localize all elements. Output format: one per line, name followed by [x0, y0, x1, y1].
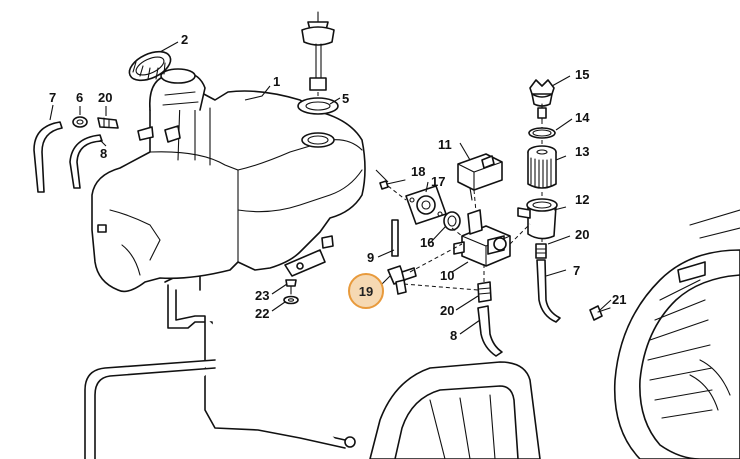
hose-8-middle [477, 305, 503, 357]
screw-18 [379, 179, 406, 190]
solenoid-11 [457, 153, 503, 201]
filter-housing-12 [517, 198, 558, 240]
callout-6: 6 [76, 90, 83, 105]
gasket-16 [443, 211, 461, 231]
leader-lines [49, 41, 612, 335]
callout-20-right: 20 [575, 227, 589, 242]
callout-8-middle: 8 [450, 328, 457, 343]
callout-22: 22 [255, 306, 269, 321]
frame [84, 264, 356, 459]
callout-23: 23 [255, 288, 269, 303]
hose-right-7 [536, 259, 561, 323]
fuel-tank [91, 68, 366, 293]
flange-17 [405, 185, 447, 225]
small-fitting [137, 126, 154, 141]
tank-cap [128, 50, 172, 82]
sender-unit [297, 11, 339, 115]
callout-16: 16 [420, 235, 434, 250]
highlighted-callout-19[interactable]: 19 [348, 273, 384, 309]
hose-left-8 [69, 134, 103, 189]
callout-8-left: 8 [100, 146, 107, 161]
callout-7-left: 7 [49, 90, 56, 105]
callout-14: 14 [575, 110, 590, 125]
fitting-20-middle [477, 281, 492, 303]
callout-7-right: 7 [573, 263, 580, 278]
callout-labels: 1 2 5 7 6 20 8 18 17 16 9 10 11 12 13 14… [49, 32, 626, 343]
hose-left-7 [33, 121, 63, 193]
bolt-23 [285, 279, 297, 295]
callout-13: 13 [575, 144, 589, 159]
filter-element-13 [527, 145, 557, 189]
callout-9: 9 [367, 250, 374, 265]
fitting-20-right [535, 243, 547, 259]
highlight-circle [348, 273, 384, 309]
callout-10: 10 [440, 268, 454, 283]
callout-1: 1 [273, 74, 280, 89]
filter-cap-15 [529, 79, 555, 121]
bolt-21 [589, 305, 611, 321]
callout-20-left: 20 [98, 90, 112, 105]
fan-housing [613, 209, 740, 459]
assembly-lines [317, 92, 543, 291]
pin-9 [391, 219, 399, 257]
callout-11: 11 [438, 137, 452, 152]
callout-12: 12 [575, 192, 589, 207]
engine-cover [369, 361, 541, 459]
o-ring-14 [528, 127, 556, 139]
callout-17: 17 [431, 174, 445, 189]
callout-20-middle: 20 [440, 303, 454, 318]
callout-18: 18 [411, 164, 425, 179]
callout-2: 2 [181, 32, 188, 47]
washer-22 [283, 295, 299, 305]
elbow-fitting-19 [387, 265, 417, 295]
plug-6 [72, 116, 88, 128]
callout-5: 5 [342, 91, 349, 106]
callout-21: 21 [612, 292, 626, 307]
pump-body-10 [453, 209, 511, 267]
highlight-label: 19 [359, 284, 373, 299]
fitting-20-left [97, 117, 119, 129]
callout-15: 15 [575, 67, 589, 82]
